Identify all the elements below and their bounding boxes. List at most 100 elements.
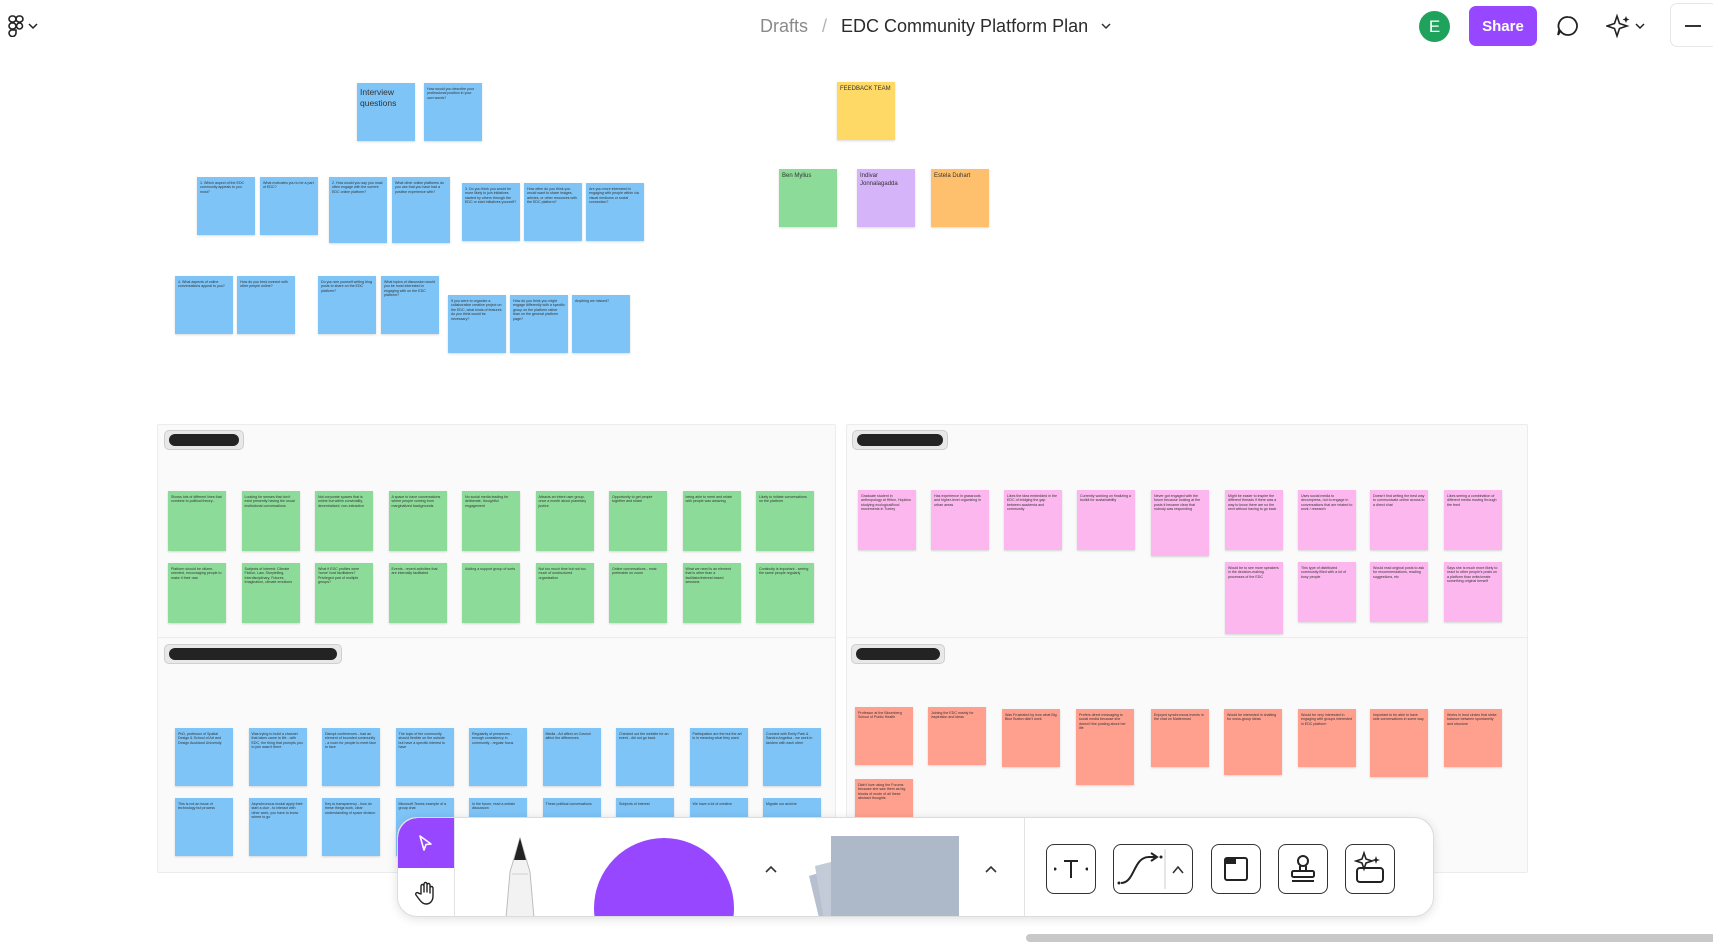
- sticky-note[interactable]: Was trying to build a channel that takes…: [248, 728, 307, 786]
- sticky-note[interactable]: Doesn't find writing the best way to com…: [1370, 490, 1428, 550]
- sticky-note[interactable]: 2. How would you say you most often enga…: [329, 177, 387, 243]
- section-tool-button[interactable]: [1211, 844, 1261, 894]
- sticky-note[interactable]: Continuity is important - seeing the sam…: [756, 563, 814, 623]
- sticky-note[interactable]: The topic of the community should flexib…: [395, 728, 454, 786]
- sticky-note[interactable]: Opportunity to get people together and s…: [609, 491, 667, 551]
- breadcrumb-drafts-link[interactable]: Drafts: [760, 15, 809, 36]
- sticky-note[interactable]: Disrupt conferences - had an element of …: [322, 728, 380, 786]
- sticky-options-caret[interactable]: [980, 858, 1002, 880]
- sticky-note[interactable]: Might be easier to inspire the different…: [1225, 490, 1283, 550]
- user-avatar[interactable]: E: [1419, 11, 1450, 42]
- sticky-note[interactable]: Would be to see more speakers in the dec…: [1225, 562, 1283, 634]
- sticky-note[interactable]: Attracts an intent user group, once a mo…: [535, 491, 594, 551]
- sticky-note[interactable]: Would be interested in chatting for cros…: [1224, 709, 1282, 775]
- sticky-note[interactable]: 4. What aspects of online conversations …: [175, 276, 233, 334]
- sticky-note[interactable]: Subjects of interest: Climate Fiction, L…: [241, 563, 300, 623]
- sticky-note-feedback-team[interactable]: FEEDBACK TEAM: [837, 82, 895, 140]
- sticky-note[interactable]: being able to meet and relate with peopl…: [682, 491, 741, 551]
- sticky-note[interactable]: Connect with Emily Park & Sandra Angelic…: [763, 728, 821, 786]
- sticky-note[interactable]: Says she is much more likely to react to…: [1444, 562, 1502, 622]
- sticky-note[interactable]: If you were to organize a collaborative …: [448, 295, 506, 353]
- sticky-note[interactable]: What topics of discussion would you be m…: [381, 276, 439, 334]
- sticky-note[interactable]: No social media leading for deliberate, …: [462, 491, 520, 551]
- sticky-note[interactable]: What motivates you to be a part of EDC?: [260, 177, 318, 235]
- sticky-note[interactable]: Adding a support group of sorts: [462, 563, 520, 623]
- hand-tool-button[interactable]: [398, 868, 454, 916]
- sticky-note[interactable]: PhD, professor of Spatial Design & Schoo…: [175, 728, 233, 786]
- pen-tool-icon[interactable]: [490, 834, 550, 917]
- main-menu-button[interactable]: [8, 14, 48, 38]
- sticky-note[interactable]: Do you see yourself writing blog posts t…: [318, 276, 376, 334]
- sticky-note[interactable]: Uses social media to decompress, not to …: [1298, 490, 1356, 550]
- sticky-note[interactable]: Events - recent activities that are inte…: [388, 563, 447, 623]
- section-label-4[interactable]: [851, 644, 945, 664]
- move-tool-button[interactable]: [398, 818, 454, 868]
- sticky-note-team-member[interactable]: Estela Duhart: [931, 169, 989, 227]
- sticky-note[interactable]: Would read original posts to ask for rec…: [1370, 562, 1428, 622]
- file-menu-chevron-icon[interactable]: [1100, 22, 1112, 30]
- sticky-note[interactable]: How often do you think you would want to…: [524, 183, 582, 241]
- sticky-text: This is not an issue of technology but p…: [178, 802, 215, 811]
- sticky-note[interactable]: Key to transparency - how do these thing…: [322, 798, 380, 856]
- sticky-note[interactable]: What we need is an element that is other…: [682, 563, 741, 623]
- sticky-note[interactable]: Media - Art affect on Cosmol affect the …: [542, 728, 601, 786]
- sticky-note[interactable]: Likely to initiate conversations on the …: [756, 491, 814, 551]
- widgets-tool-button[interactable]: [1345, 844, 1395, 894]
- whiteboard-canvas[interactable]: Interview questions How would you descri…: [0, 52, 1713, 947]
- zoom-out-button[interactable]: [1670, 3, 1713, 47]
- sticky-note-team-member[interactable]: Ben Mylius: [779, 169, 837, 227]
- sticky-note[interactable]: Never got engaged with the forum because…: [1151, 490, 1209, 556]
- sticky-note[interactable]: Would be very interested in engaging wit…: [1298, 709, 1356, 767]
- sticky-note[interactable]: Regularity of presences - enough consist…: [469, 728, 527, 786]
- comment-icon[interactable]: [1554, 12, 1582, 40]
- sticky-note[interactable]: Works in trust circles that strike balan…: [1444, 709, 1502, 767]
- sticky-note[interactable]: Prefers direct messaging to social media…: [1076, 709, 1134, 785]
- sticky-note[interactable]: A space to have conversations where peop…: [388, 491, 447, 551]
- sticky-note[interactable]: What other online platforms do you use t…: [392, 177, 450, 243]
- horizontal-scrollbar[interactable]: [1026, 934, 1713, 942]
- sticky-note[interactable]: This is not an issue of technology but p…: [175, 798, 233, 856]
- sticky-note[interactable]: Platform should be citizen-oriented, enc…: [168, 563, 226, 623]
- sticky-note[interactable]: Likes the idea embedded in the EDC of br…: [1004, 490, 1062, 550]
- file-name-title[interactable]: EDC Community Platform Plan: [841, 15, 1089, 36]
- section-label-3[interactable]: [164, 644, 342, 664]
- sticky-note[interactable]: Was Frustrated by how what Big Blue Butt…: [1002, 709, 1060, 767]
- sticky-note-interview-questions[interactable]: Interview questions: [357, 83, 415, 141]
- shape-options-caret[interactable]: [760, 858, 782, 880]
- sticky-note[interactable]: Anything we missed?: [572, 295, 630, 353]
- sticky-note[interactable]: This type of distributed community fille…: [1298, 562, 1356, 622]
- sticky-note[interactable]: 1. Which aspect of the EDC community app…: [197, 177, 255, 235]
- sticky-note[interactable]: Not too much time but not too much of un…: [535, 563, 594, 623]
- sticky-note[interactable]: How do you best connect with other peopl…: [237, 276, 295, 334]
- sticky-note[interactable]: Graduate student in anthropology at Hilt…: [858, 490, 916, 550]
- sticky-note[interactable]: Professor at the Bloomberg School of Pub…: [855, 707, 913, 765]
- stamp-tool-button[interactable]: [1278, 844, 1328, 894]
- shape-tool-button[interactable]: [594, 838, 734, 916]
- sticky-note[interactable]: Participation are the but the art is in …: [689, 728, 748, 786]
- sticky-note[interactable]: Checked out the website for an event - d…: [616, 728, 674, 786]
- sticky-note[interactable]: How do you think you might engage differ…: [510, 295, 568, 353]
- sticky-note[interactable]: Asynchronous modal apply their start a c…: [248, 798, 307, 856]
- share-button[interactable]: Share: [1469, 6, 1537, 46]
- text-tool-button[interactable]: [1046, 844, 1096, 894]
- sticky-note[interactable]: Are you more interested in engaging with…: [586, 183, 644, 241]
- sticky-note[interactable]: How would you describe your professional…: [424, 83, 482, 141]
- sticky-note[interactable]: What if EDC profiles were 'home' host fa…: [315, 563, 373, 623]
- sticky-note[interactable]: Joining the EDC mainly for inspiration a…: [928, 707, 986, 765]
- sticky-note-team-member[interactable]: Indivar Jonnalagadda: [857, 169, 915, 227]
- sticky-note[interactable]: Important to be able to have side conver…: [1370, 709, 1428, 777]
- sticky-note[interactable]: Currently working on finalizing a toolki…: [1077, 490, 1135, 550]
- sticky-note[interactable]: Looking for senses that don't exist pres…: [241, 491, 300, 551]
- ai-sparkle-icon[interactable]: [1606, 12, 1646, 40]
- section-label-1[interactable]: [164, 430, 244, 450]
- sticky-note[interactable]: 3. Do you think you would be more likely…: [462, 183, 520, 241]
- sticky-note[interactable]: Enjoyed synchronous events in the chat o…: [1151, 709, 1209, 767]
- sticky-note[interactable]: Has experience in grassroots and higher-…: [931, 490, 989, 550]
- section-label-2[interactable]: [852, 430, 948, 450]
- sticky-note[interactable]: Likes seeing a combination of different …: [1444, 490, 1502, 550]
- sticky-note[interactable]: Shows lots of different lines that combi…: [168, 491, 226, 551]
- sticky-note-tool-icon[interactable]: [801, 836, 961, 917]
- connector-tool-button[interactable]: [1113, 844, 1193, 894]
- sticky-note[interactable]: Not corporate spaces that is online but …: [315, 491, 373, 551]
- sticky-note[interactable]: Online conversations - most preferable o…: [609, 563, 667, 623]
